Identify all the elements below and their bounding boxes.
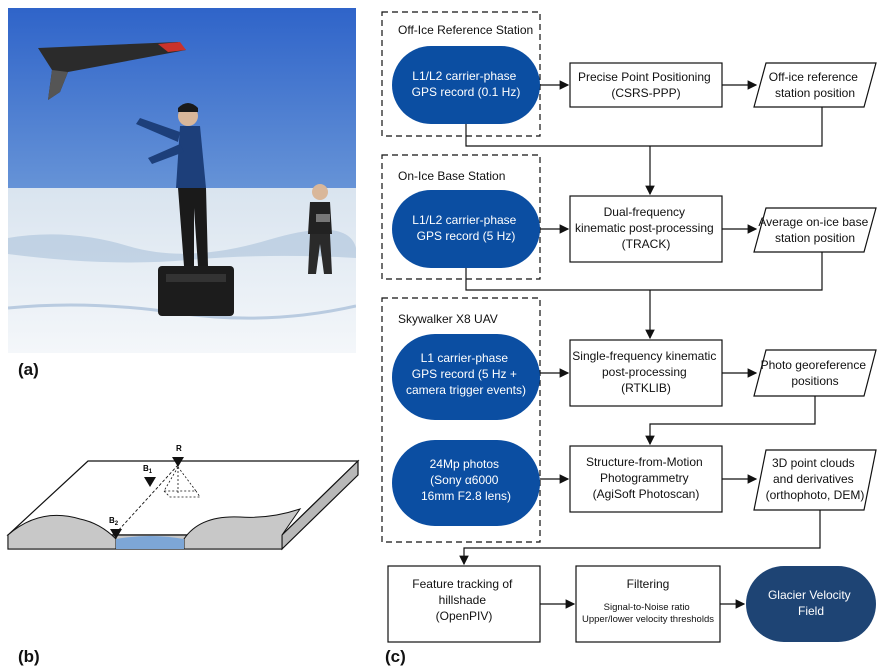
node-onice-gps-text: L1/L2 carrier-phase GPS record (5 Hz)	[412, 213, 519, 243]
group-uav-label: Skywalker X8 UAV	[398, 312, 498, 326]
node-onice-pos-text: Average on-ice base station position	[758, 215, 871, 245]
node-photo-geo-text: Photo georeference positions	[761, 358, 870, 388]
node-feature-tracking-text: Feature tracking of hillshade (OpenPIV)	[412, 577, 515, 623]
marker-b2-icon	[110, 529, 122, 539]
person-on-case	[136, 103, 234, 316]
node-filtering-detail: Signal-to-Noise ratio Upper/lower veloci…	[582, 602, 714, 625]
panel-label-a: (a)	[18, 360, 39, 379]
node-photos-text: 24Mp photos (Sony α6000 16mm F2.8 lens)	[421, 457, 511, 503]
node-feature-tracking	[387, 565, 541, 643]
node-filtering	[575, 565, 721, 643]
node-dual-freq-text: Dual-frequency kinematic post-processing…	[575, 205, 717, 251]
node-onice-gps	[392, 190, 540, 268]
node-filtering-title: Filtering	[627, 577, 670, 591]
node-uav-gps-text: L1 carrier-phase GPS record (5 Hz + came…	[406, 351, 526, 397]
node-photo-geo	[753, 349, 877, 397]
node-ppp-text: Precise Point Positioning (CSRS-PPP)	[578, 70, 714, 100]
node-office-gps	[392, 46, 540, 124]
marker-b1-label: B1	[143, 464, 153, 475]
node-photos	[392, 440, 540, 526]
glacier-sketch: R B1 B2	[6, 444, 360, 551]
marker-b1-icon	[144, 477, 156, 487]
node-ppp	[569, 62, 723, 108]
node-sfm-text: Structure-from-Motion Photogrammetry (Ag…	[586, 455, 706, 501]
field-photo	[8, 8, 356, 353]
connector-row1-merge	[465, 107, 823, 147]
node-point-clouds	[753, 449, 877, 511]
node-office-pos	[753, 62, 877, 108]
group-on-ice	[381, 154, 541, 280]
person-with-controller	[308, 184, 332, 274]
group-off-ice-label: Off-Ice Reference Station	[398, 23, 533, 37]
node-onice-pos	[753, 207, 877, 253]
node-single-freq-text: Single-frequency kinematic post-processi…	[572, 349, 719, 395]
marker-r-label: R	[176, 444, 182, 453]
marker-r-icon	[172, 457, 184, 467]
group-uav	[381, 297, 541, 543]
marker-b2-label: B2	[109, 516, 119, 527]
node-velocity-field	[746, 566, 876, 642]
panel-label-c: (c)	[385, 647, 406, 666]
node-dual-freq	[569, 195, 723, 263]
group-on-ice-label: On-Ice Base Station	[398, 169, 505, 183]
panel-label-b: (b)	[18, 647, 40, 666]
arrow-clouds-tracking	[459, 510, 821, 566]
node-uav-gps	[392, 334, 540, 420]
node-office-gps-text: L1/L2 carrier-phase GPS record (0.1 Hz)	[412, 69, 521, 99]
node-velocity-field-text: Glacier Velocity Field	[768, 588, 854, 618]
group-off-ice	[381, 11, 541, 137]
connector-row2-merge	[465, 252, 823, 291]
arrow-geo-sfm	[645, 396, 816, 446]
node-point-clouds-text: 3D point clouds and derivatives (orthoph…	[766, 456, 865, 502]
node-office-pos-text: Off-ice reference station position	[769, 70, 862, 100]
drone-shape	[38, 42, 186, 100]
node-single-freq	[569, 339, 723, 407]
meltwater	[116, 536, 184, 549]
